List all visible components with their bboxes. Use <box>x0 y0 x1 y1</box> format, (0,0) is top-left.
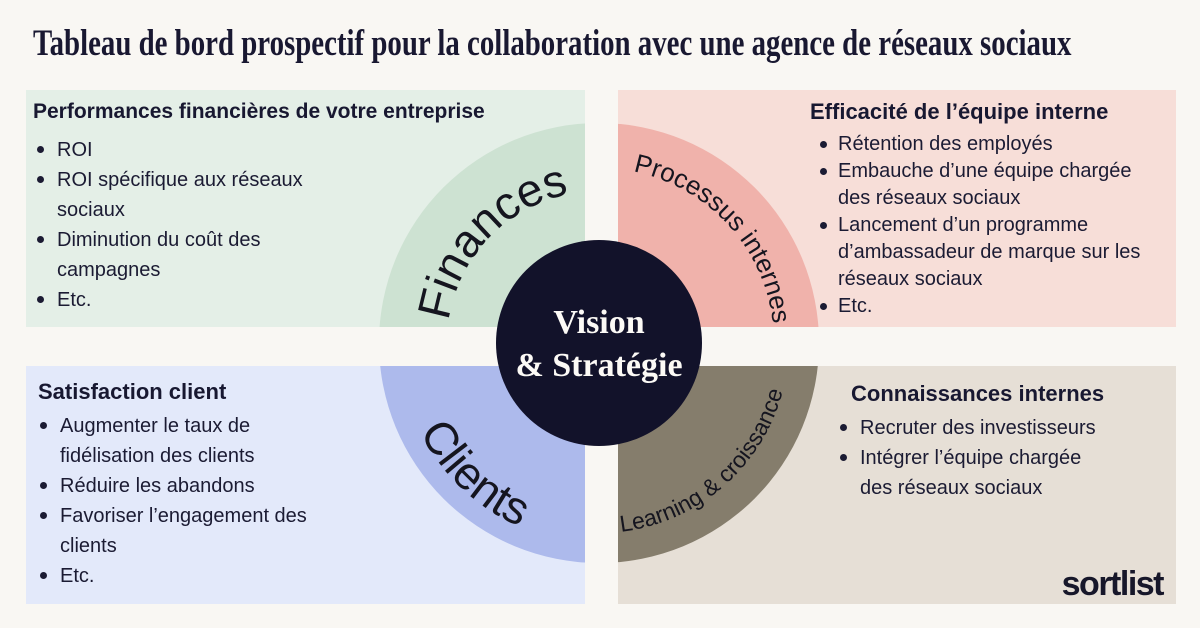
bullet-item: ROI spécifique aux réseaux sociaux <box>33 165 573 225</box>
bullet-item: Etc. <box>818 293 1178 320</box>
bullet-item: Augmenter le taux de fidélisation des cl… <box>36 411 576 471</box>
bullet-item: Rétention des employés <box>818 131 1178 158</box>
bullet-text: Etc. <box>60 565 95 587</box>
bullet-text: Lancement d’un programme d’ambassadeur d… <box>838 214 1141 290</box>
learning-heading: Connaissances internes <box>851 381 1105 406</box>
bullet-item: Etc. <box>36 561 576 591</box>
quadrant-finances-panel: Performances financières de votre entrep… <box>26 90 585 327</box>
bullet-dot <box>820 222 827 229</box>
bullet-dot <box>820 141 827 148</box>
bullet-dot <box>40 482 47 489</box>
bullet-item: Recruter des investisseurs <box>836 413 1176 443</box>
bullet-item: Lancement d’un programme d’ambassadeur d… <box>818 212 1178 293</box>
bullet-text: Réduire les abandons <box>60 475 255 497</box>
bullet-dot <box>40 512 47 519</box>
processus-bullet-list: Rétention des employés Embauche d’une éq… <box>818 131 1178 320</box>
finances-heading: Performances financières de votre entrep… <box>33 100 485 123</box>
bullet-item: Diminution du coût des campagnes <box>33 225 573 285</box>
bullet-dot <box>820 303 827 310</box>
bullet-dot <box>840 454 847 461</box>
bullet-text: Augmenter le taux de fidélisation des cl… <box>60 415 255 467</box>
bullet-item: Réduire les abandons <box>36 471 576 501</box>
sortlist-logo: sortlist <box>1061 565 1165 603</box>
bullet-item: Etc. <box>33 285 573 315</box>
bullet-dot <box>37 176 44 183</box>
quadrant-processus-panel: Efficacité de l’équipe interne Rétention… <box>618 90 1176 327</box>
quadrant-clients-panel: Satisfaction client Augmenter le taux de… <box>26 366 585 604</box>
processus-heading: Efficacité de l’équipe interne <box>810 99 1109 124</box>
bullet-dot <box>40 422 47 429</box>
bullet-dot <box>37 146 44 153</box>
bullet-text: Favoriser l’engagement des clients <box>60 505 307 557</box>
bullet-text: Etc. <box>838 295 873 317</box>
page-title: Tableau de bord prospectif pour la colla… <box>33 23 1072 64</box>
bullet-text: Etc. <box>57 289 92 311</box>
bullet-text: Intégrer l’équipe chargée des réseaux so… <box>860 447 1082 499</box>
bullet-text: Diminution du coût des campagnes <box>57 229 261 281</box>
bullet-dot <box>37 236 44 243</box>
clients-bullet-list: Augmenter le taux de fidélisation des cl… <box>36 411 576 591</box>
bullet-item: ROI <box>33 135 573 165</box>
bullet-dot <box>40 572 47 579</box>
finances-bullet-list: ROI ROI spécifique aux réseaux sociaux D… <box>33 135 573 315</box>
clients-heading: Satisfaction client <box>38 379 227 404</box>
bullet-item: Intégrer l’équipe chargée des réseaux so… <box>836 443 1176 503</box>
bullet-dot <box>37 296 44 303</box>
bullet-text: Recruter des investisseurs <box>860 417 1096 439</box>
learning-bullet-list: Recruter des investisseurs Intégrer l’éq… <box>836 413 1176 503</box>
bullet-text: ROI <box>57 139 93 161</box>
bullet-dot <box>840 424 847 431</box>
bullet-item: Embauche d’une équipe chargée des réseau… <box>818 158 1178 212</box>
bullet-item: Favoriser l’engagement des clients <box>36 501 576 561</box>
bullet-text: ROI spécifique aux réseaux sociaux <box>57 169 303 221</box>
bullet-text: Rétention des employés <box>838 133 1053 155</box>
bullet-dot <box>820 168 827 175</box>
bullet-text: Embauche d’une équipe chargée des réseau… <box>838 160 1132 209</box>
